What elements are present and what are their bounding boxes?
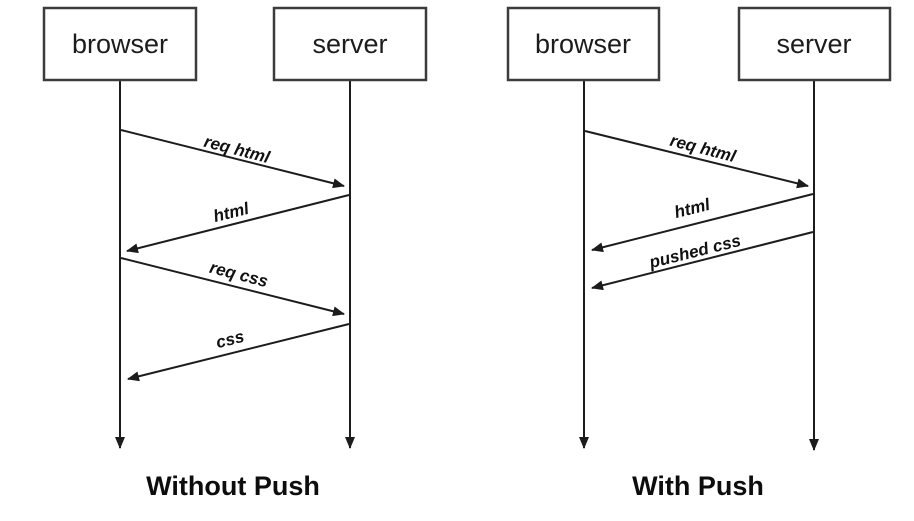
actor-label-browser: browser	[72, 29, 168, 59]
message-arrow-css	[127, 323, 350, 382]
message-arrow-req-html	[120, 129, 345, 189]
message-arrow-html	[126, 194, 350, 254]
message-arrow-pushed-css	[591, 231, 814, 291]
diagram-title-with-push: With Push	[632, 471, 764, 501]
message-arrow-req-css	[120, 257, 345, 317]
actor-box-browser	[42, 6, 198, 82]
message-label-css: css	[214, 327, 246, 352]
message-arrow-html	[591, 193, 814, 253]
diagram-without-push: browser server req html html req css css…	[42, 6, 428, 501]
message-label-req-html: req html	[202, 132, 273, 168]
message-label-pushed-css: pushed css	[646, 231, 742, 272]
message-arrow-req-html	[584, 130, 809, 189]
message-label-req-css: req css	[208, 258, 270, 291]
actor-box-server	[272, 6, 428, 82]
actor-box-server	[737, 6, 892, 82]
message-label-html: html	[672, 195, 713, 222]
actor-label-server: server	[776, 29, 851, 59]
actor-label-browser: browser	[535, 29, 631, 59]
actor-label-server: server	[312, 29, 387, 59]
diagram-with-push: browser server req html html pushed css …	[506, 6, 892, 501]
actor-box-browser	[506, 6, 661, 82]
diagram-title-without-push: Without Push	[146, 471, 320, 501]
